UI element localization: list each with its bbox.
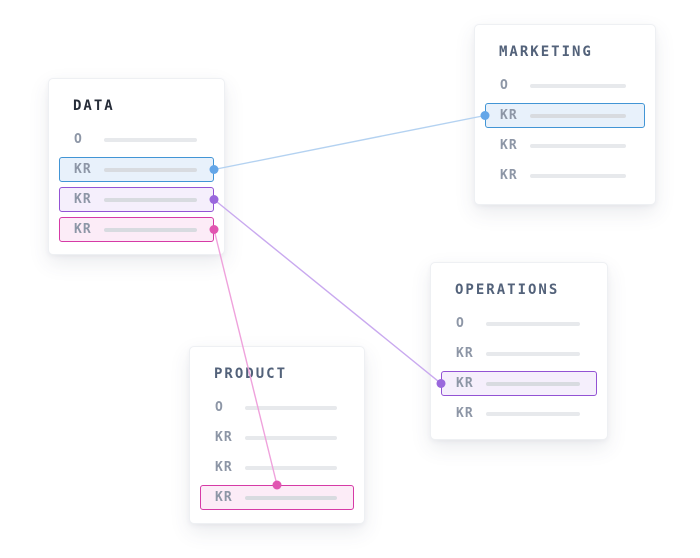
card-title: DATA — [73, 98, 115, 114]
card-product[interactable]: PRODUCT O KR KR KR — [189, 346, 365, 524]
objective-row[interactable]: O — [59, 127, 214, 152]
card-title: OPERATIONS — [455, 282, 560, 298]
kr-label: KR — [215, 430, 233, 445]
connection-line-blue — [213, 114, 486, 171]
placeholder-bar — [486, 381, 580, 386]
kr-row-highlighted-blue[interactable]: KR — [485, 103, 645, 128]
kr-label: KR — [74, 162, 92, 177]
placeholder-bar — [245, 435, 337, 440]
card-marketing[interactable]: MARKETING O KR KR KR — [474, 24, 656, 205]
kr-label: KR — [500, 168, 518, 183]
kr-row[interactable]: KR — [441, 401, 597, 426]
objective-row[interactable]: O — [441, 311, 597, 336]
placeholder-bar — [530, 173, 626, 178]
card-title: PRODUCT — [214, 366, 288, 382]
placeholder-bar — [486, 351, 580, 356]
kr-row-highlighted-purple[interactable]: KR — [59, 187, 214, 212]
objective-label: O — [456, 316, 465, 331]
objective-row[interactable]: O — [200, 395, 354, 420]
objective-row[interactable]: O — [485, 73, 645, 98]
kr-row-highlighted-pink[interactable]: KR — [59, 217, 214, 242]
kr-label: KR — [215, 490, 233, 505]
placeholder-bar — [104, 197, 197, 202]
kr-label: KR — [500, 138, 518, 153]
placeholder-bar — [104, 227, 197, 232]
card-operations[interactable]: OPERATIONS O KR KR KR — [430, 262, 608, 440]
card-title: MARKETING — [499, 44, 593, 60]
placeholder-bar — [245, 465, 337, 470]
card-data[interactable]: DATA O KR KR KR — [48, 78, 225, 255]
kr-row[interactable]: KR — [485, 133, 645, 158]
kr-label: KR — [456, 406, 474, 421]
placeholder-bar — [530, 83, 626, 88]
placeholder-bar — [245, 405, 337, 410]
placeholder-bar — [245, 495, 337, 500]
objective-label: O — [215, 400, 224, 415]
objective-label: O — [500, 78, 509, 93]
kr-row[interactable]: KR — [485, 163, 645, 188]
kr-row-highlighted-blue[interactable]: KR — [59, 157, 214, 182]
kr-label: KR — [456, 376, 474, 391]
kr-label: KR — [500, 108, 518, 123]
kr-row-highlighted-pink[interactable]: KR — [200, 485, 354, 510]
objective-label: O — [74, 132, 83, 147]
placeholder-bar — [530, 143, 626, 148]
placeholder-bar — [486, 411, 580, 416]
kr-label: KR — [456, 346, 474, 361]
kr-label: KR — [215, 460, 233, 475]
kr-label: KR — [74, 222, 92, 237]
placeholder-bar — [104, 137, 197, 142]
placeholder-bar — [104, 167, 197, 172]
kr-row-highlighted-purple[interactable]: KR — [441, 371, 597, 396]
placeholder-bar — [486, 321, 580, 326]
kr-row[interactable]: KR — [441, 341, 597, 366]
kr-label: KR — [74, 192, 92, 207]
kr-row[interactable]: KR — [200, 455, 354, 480]
placeholder-bar — [530, 113, 626, 118]
kr-row[interactable]: KR — [200, 425, 354, 450]
